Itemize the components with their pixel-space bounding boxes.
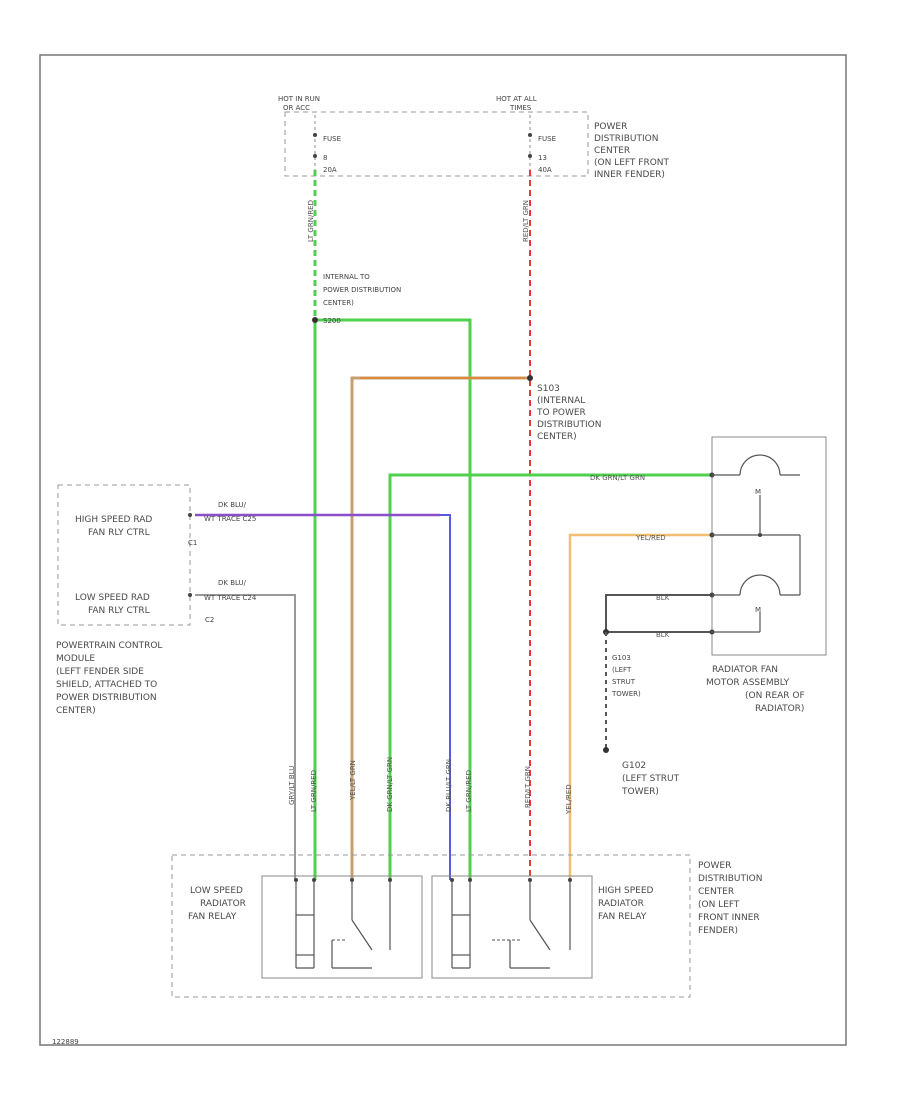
svg-text:LT GRN/RED: LT GRN/RED bbox=[465, 770, 473, 812]
high-speed-ctrl-wire bbox=[195, 514, 451, 880]
motor-2-label: M bbox=[755, 606, 761, 614]
high-speed-relay-label: HIGH SPEED RADIATOR FAN RELAY bbox=[598, 886, 656, 922]
radiator-fan-motor: M M RADIATOR FAN MOTOR ASSEMBLY (ON REAR… bbox=[706, 436, 827, 714]
svg-text:LT GRN/RED: LT GRN/RED bbox=[310, 770, 318, 812]
yellow-wire-label: YEL/RED bbox=[635, 534, 666, 542]
green-feed-wire-label: LT GRN/RED bbox=[307, 200, 315, 242]
yellow-wire bbox=[568, 533, 710, 880]
low-speed-relay-label: LOW SPEED RADIATOR FAN RELAY bbox=[188, 886, 249, 922]
blk-wire-1 bbox=[605, 594, 710, 632]
green-feed-wire bbox=[313, 170, 472, 880]
splice-s103 bbox=[527, 375, 533, 381]
fuse-13-label: FUSE 13 40A bbox=[538, 135, 558, 174]
g103-label: G103 (LEFT STRUT TOWER) bbox=[611, 654, 641, 698]
pcm-low-speed-label: LOW SPEED RAD FAN RLY CTRL bbox=[75, 593, 153, 616]
high-ctrl-wire-label: DK BLU/ WT TRACE C25 bbox=[204, 501, 256, 523]
relay-block: LOW SPEED RADIATOR FAN RELAY HIGH SPEED … bbox=[171, 854, 765, 998]
fan-motor-location-label: RADIATOR FAN MOTOR ASSEMBLY (ON REAR OF … bbox=[706, 665, 808, 714]
g102-label: G102 (LEFT STRUT TOWER) bbox=[621, 761, 682, 797]
fuse-8-label: FUSE 8 20A bbox=[323, 135, 343, 174]
figure-id: 122889 bbox=[52, 1038, 79, 1046]
dk-green-wire-label: DK GRN/LT GRN bbox=[590, 474, 645, 482]
hot-in-run-label: HOT IN RUN OR ACC bbox=[278, 95, 322, 112]
svg-text:DK BLU/LT GRN: DK BLU/LT GRN bbox=[445, 759, 453, 812]
pcm-location-label: POWERTRAIN CONTROL MODULE (LEFT FENDER S… bbox=[56, 641, 165, 716]
svg-text:YEL/LT GRN: YEL/LT GRN bbox=[349, 760, 357, 801]
pcm-pin-c1: C1 bbox=[188, 539, 197, 547]
red-feed-wire-label: RED/LT GRN bbox=[522, 200, 530, 242]
pcm-pin-c2: C2 bbox=[205, 616, 214, 624]
motor-1-label: M bbox=[755, 488, 761, 496]
tan-wire bbox=[350, 376, 530, 880]
splice-s200 bbox=[312, 317, 318, 323]
s103-label: S103 (INTERNAL TO POWER DISTRIBUTION CEN… bbox=[536, 384, 604, 442]
fuse-block-location-label: POWER DISTRIBUTION CENTER (ON LEFT FRONT… bbox=[594, 122, 672, 180]
blk-wire-2-label: BLK bbox=[656, 631, 670, 639]
low-speed-relay bbox=[261, 875, 423, 979]
diagram-border bbox=[39, 54, 847, 1046]
pcm-module: HIGH SPEED RAD FAN RLY CTRL LOW SPEED RA… bbox=[56, 484, 214, 716]
dk-green-wire bbox=[388, 473, 710, 880]
low-ctrl-wire-label: DK BLU/ WT TRACE C24 bbox=[204, 579, 257, 602]
low-speed-ctrl-wire bbox=[195, 594, 296, 880]
blk-wire-1-label: BLK bbox=[656, 594, 670, 602]
fuse-block: HOT IN RUN OR ACC HOT AT ALL TIMES FUSE … bbox=[278, 95, 672, 180]
svg-text:GRY/LT BLU: GRY/LT BLU bbox=[288, 766, 296, 805]
hot-at-all-times-label: HOT AT ALL TIMES bbox=[496, 95, 539, 112]
pcm-high-speed-label: HIGH SPEED RAD FAN RLY CTRL bbox=[75, 515, 155, 538]
svg-text:DK GRN/LT GRN: DK GRN/LT GRN bbox=[386, 757, 394, 812]
relay-input-wire-labels: GRY/LT BLU LT GRN/RED YEL/LT GRN DK GRN/… bbox=[288, 757, 573, 815]
svg-text:YEL/RED: YEL/RED bbox=[565, 784, 573, 815]
svg-text:RED/LT GRN: RED/LT GRN bbox=[524, 766, 532, 808]
relay-block-location-label: POWER DISTRIBUTION CENTER (ON LEFT FRONT… bbox=[698, 861, 765, 936]
high-speed-relay bbox=[431, 875, 593, 979]
s200-label: INTERNAL TO POWER DISTRIBUTION CENTER) S… bbox=[323, 273, 404, 325]
